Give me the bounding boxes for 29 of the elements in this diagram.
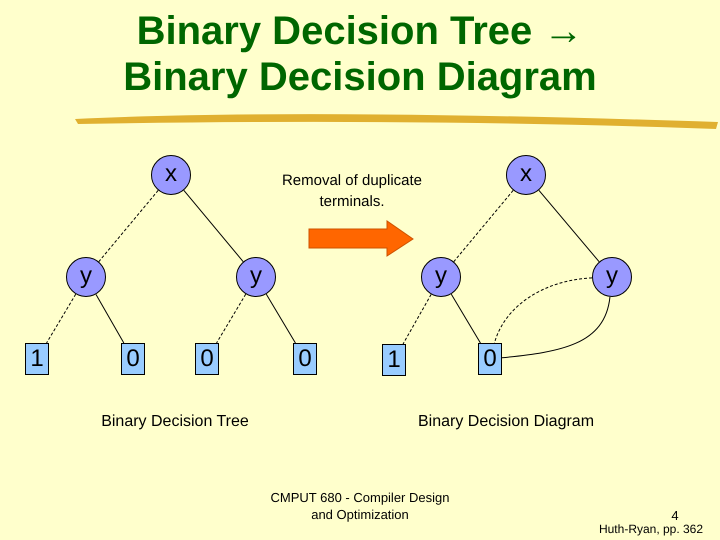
terminal-box: 1 bbox=[382, 344, 406, 376]
variable-node: y bbox=[592, 257, 632, 297]
edge-line bbox=[450, 294, 481, 344]
edge-line bbox=[494, 277, 593, 344]
variable-node: y bbox=[66, 257, 106, 297]
terminal-box: 0 bbox=[121, 343, 145, 375]
title: Binary Decision Tree → Binary Decision Diagram bbox=[122, 8, 598, 100]
edge-line bbox=[216, 294, 246, 344]
variable-node: y bbox=[236, 257, 276, 297]
edge-line bbox=[98, 190, 159, 262]
edge-line bbox=[95, 294, 124, 344]
caption: Binary Decision Tree bbox=[100, 412, 250, 432]
terminal-box: 0 bbox=[195, 343, 219, 375]
terminal-box: 0 bbox=[478, 343, 502, 375]
terminal-box: 1 bbox=[25, 343, 49, 375]
footer-text: CMPUT 680 - Compiler Design and Optimization bbox=[270, 489, 450, 523]
edge-line bbox=[46, 294, 76, 344]
variable-node: y bbox=[421, 257, 461, 297]
caption: Binary Decision Diagram bbox=[416, 412, 596, 432]
variable-node: x bbox=[506, 155, 546, 195]
edge-line bbox=[183, 190, 244, 262]
variable-node: x bbox=[151, 155, 191, 195]
terminal-box: 0 bbox=[293, 343, 317, 375]
edge-line bbox=[266, 294, 296, 344]
step-note: Removal of duplicate terminals. bbox=[280, 171, 424, 212]
edge-line bbox=[538, 190, 600, 262]
edge-line bbox=[453, 190, 514, 262]
edge-line bbox=[502, 296, 610, 358]
edge-line bbox=[402, 294, 432, 344]
